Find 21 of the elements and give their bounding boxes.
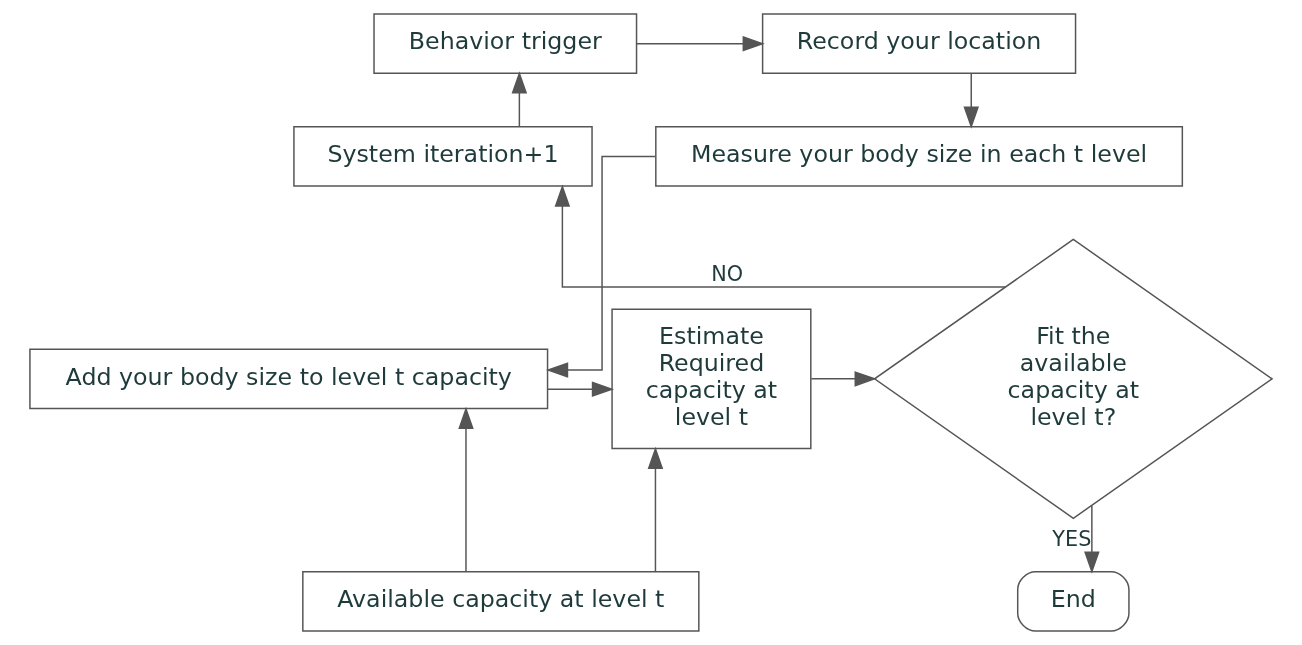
node-box: Estimate Required capacity at level t (611, 308, 812, 450)
arrow (1084, 504, 1100, 574)
node-box: System iteration+1 (293, 126, 593, 187)
arrow (511, 71, 528, 127)
node-box: Record your location (761, 13, 1077, 75)
arrow (647, 446, 664, 573)
node-box: Measure your body size in each t level (655, 126, 1184, 187)
node-box: Available capacity at level t (302, 570, 700, 632)
node-box: Behavior trigger (373, 13, 638, 75)
arrow (554, 184, 1007, 288)
arrow (458, 406, 474, 573)
edge-label: YES (1052, 526, 1092, 551)
arrow (547, 381, 615, 398)
node-box: Add your body size to level t capacity (29, 348, 549, 410)
edge-label: NO (711, 262, 744, 287)
node-diamond: Fit the available capacity at level t? (873, 238, 1274, 520)
arrow (636, 35, 765, 52)
arrow (963, 73, 980, 129)
node-box: End (1016, 570, 1130, 632)
arrow (545, 155, 656, 378)
arrow (810, 371, 877, 387)
